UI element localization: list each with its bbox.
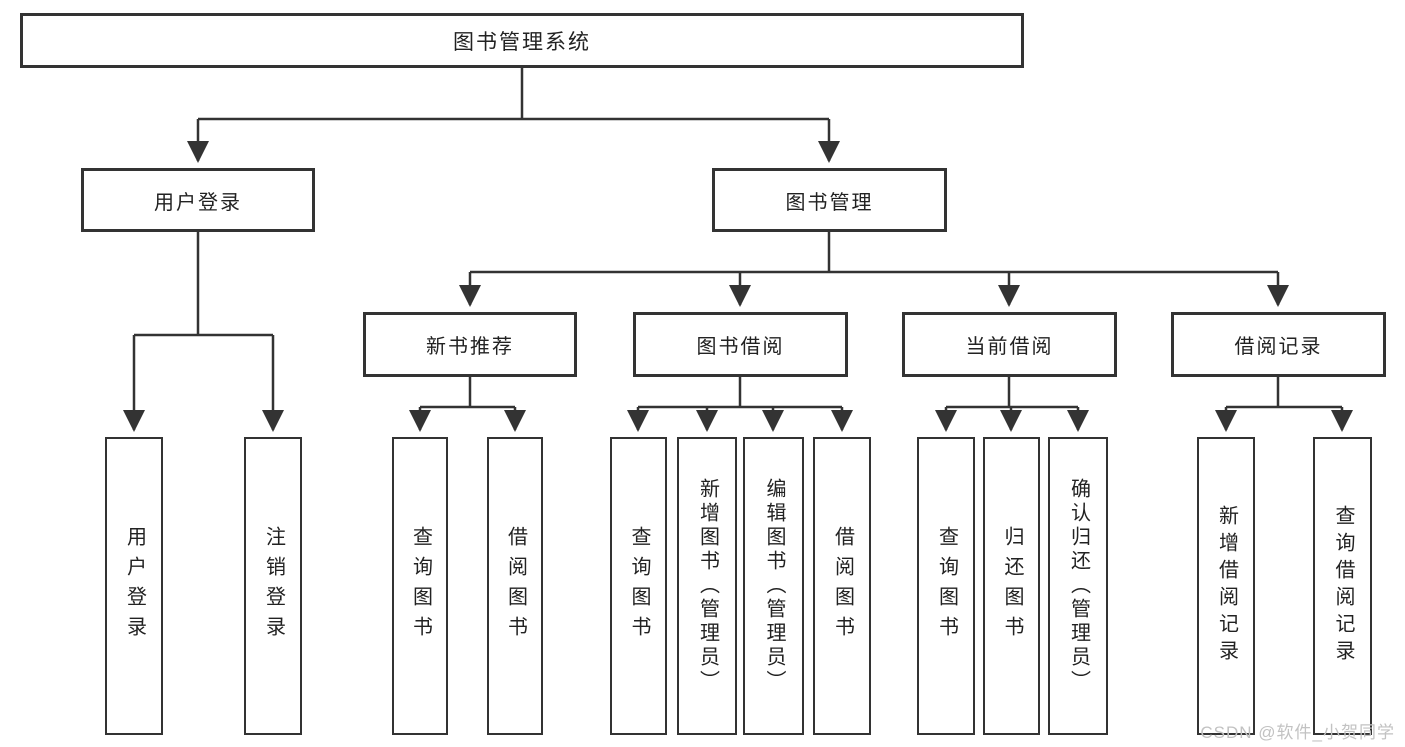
node-login: 用户登录 (105, 437, 163, 735)
node-nb-query-label: 查询图书 (409, 526, 432, 646)
node-user-login-label: 用户登录 (154, 191, 242, 214)
node-cb-confirm-label: 确认归还（管理员） (1067, 478, 1090, 694)
node-nb-borrow: 借阅图书 (487, 437, 543, 735)
node-new-book-rec: 新书推荐 (363, 312, 577, 377)
node-user-login: 用户登录 (81, 168, 315, 232)
node-bb-borrow-label: 借阅图书 (831, 526, 854, 646)
node-cb-return-label: 归还图书 (1001, 526, 1023, 646)
node-br-add-label: 新增借阅记录 (1215, 505, 1238, 667)
node-cb-confirm: 确认归还（管理员） (1048, 437, 1108, 735)
node-bb-add: 新增图书（管理员） (677, 437, 737, 735)
node-borrow-records-label: 借阅记录 (1234, 336, 1323, 358)
node-bb-query: 查询图书 (610, 437, 667, 735)
node-new-book-rec-label: 新书推荐 (426, 336, 514, 358)
node-book-mgmt: 图书管理 (712, 168, 947, 232)
node-bb-query-label: 查询图书 (628, 526, 650, 646)
csdn-watermark: CSDN @软件_小贺同学 (1200, 723, 1395, 742)
node-logout: 注销登录 (244, 437, 302, 735)
node-book-borrow-label: 图书借阅 (696, 336, 785, 358)
node-current-borrow: 当前借阅 (902, 312, 1117, 377)
node-root: 图书管理系统 (20, 13, 1024, 68)
node-bb-edit-label: 编辑图书（管理员） (763, 478, 785, 694)
node-bb-borrow: 借阅图书 (813, 437, 871, 735)
node-cb-query-label: 查询图书 (935, 526, 958, 646)
node-cb-return: 归还图书 (983, 437, 1040, 735)
node-logout-label: 注销登录 (262, 526, 285, 646)
node-br-add: 新增借阅记录 (1197, 437, 1255, 735)
node-login-label: 用户登录 (123, 526, 146, 646)
node-current-borrow-label: 当前借阅 (965, 336, 1054, 358)
node-bb-add-label: 新增图书（管理员） (696, 478, 719, 694)
node-book-mgmt-label: 图书管理 (785, 191, 874, 214)
node-br-query: 查询借阅记录 (1313, 437, 1372, 735)
node-root-label: 图书管理系统 (453, 30, 591, 54)
node-bb-edit: 编辑图书（管理员） (743, 437, 804, 735)
node-nb-query: 查询图书 (392, 437, 448, 735)
node-book-borrow: 图书借阅 (633, 312, 848, 377)
node-br-query-label: 查询借阅记录 (1332, 505, 1354, 667)
node-nb-borrow-label: 借阅图书 (504, 526, 527, 646)
node-borrow-records: 借阅记录 (1171, 312, 1386, 377)
node-cb-query: 查询图书 (917, 437, 975, 735)
